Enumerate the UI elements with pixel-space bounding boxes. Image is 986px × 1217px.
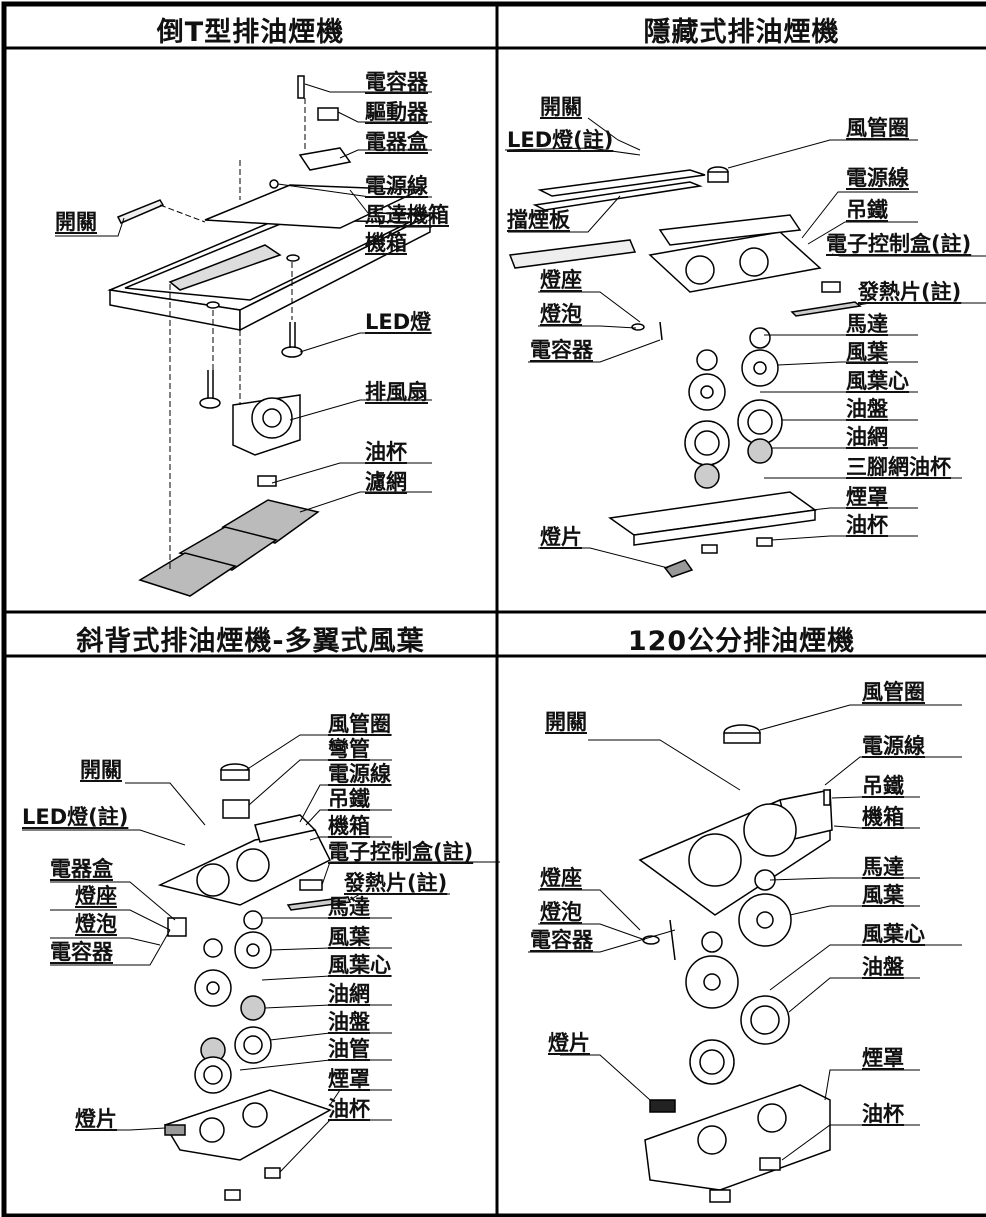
label-oil-cup: 油杯 <box>365 440 407 464</box>
label-oil-tray: 油盤 <box>328 1010 370 1034</box>
label-oil-pipe: 油管 <box>328 1037 370 1061</box>
label-exhaust-fan: 排風扇 <box>365 380 428 404</box>
label-switch: 開關 <box>545 710 587 734</box>
label-motor: 馬達 <box>328 895 370 919</box>
label-fan-blade: 風葉 <box>846 340 888 364</box>
label-oil-cup: 油杯 <box>846 513 888 537</box>
label-electrical-box: 電器盒 <box>50 857 113 881</box>
label-lamp-cover: 燈片 <box>548 1031 590 1055</box>
label-switch: 開關 <box>540 95 582 119</box>
label-capacitor: 電容器 <box>530 338 593 362</box>
label-power-cord: 電源線 <box>365 174 428 198</box>
label-capacitor: 電容器 <box>50 940 113 964</box>
label-lamp-holder: 燈座 <box>540 268 582 292</box>
label-filter: 濾網 <box>365 470 407 494</box>
label-smoke-hood: 煙罩 <box>862 1046 904 1070</box>
panel-title-slanted: 斜背式排油煙機-多翼式風葉 <box>76 626 425 657</box>
label-motor-housing: 馬達機箱 <box>365 203 449 227</box>
label-heat-sheet-note: 發熱片(註) <box>858 280 962 304</box>
label-motor: 馬達 <box>862 855 904 879</box>
label-hanger: 吊鐵 <box>846 198 888 222</box>
label-heat-sheet-note: 發熱片(註) <box>344 871 448 895</box>
label-housing: 機箱 <box>328 814 370 838</box>
label-bulb: 燈泡 <box>540 900 582 924</box>
label-lamp-cover: 燈片 <box>540 525 582 549</box>
label-oil-mesh: 油網 <box>328 982 370 1006</box>
panel2-parts <box>504 117 986 578</box>
label-electrical-box: 電器盒 <box>365 130 428 154</box>
label-oil-cup: 油杯 <box>862 1102 904 1126</box>
label-hanger: 吊鐵 <box>862 774 904 798</box>
label-led-note: LED燈(註) <box>507 128 614 152</box>
label-oil-tray: 油盤 <box>846 397 888 421</box>
label-smoke-hood: 煙罩 <box>328 1067 370 1091</box>
label-led-note: LED燈(註) <box>22 805 129 829</box>
label-power-cord: 電源線 <box>846 166 909 190</box>
label-duct-ring: 風管圈 <box>328 712 391 736</box>
label-bulb: 燈泡 <box>75 912 117 936</box>
label-capacitor: 電容器 <box>530 928 593 952</box>
label-switch: 開關 <box>80 758 122 782</box>
label-lamp-holder: 燈座 <box>75 884 117 908</box>
label-lamp-cover: 燈片 <box>75 1107 117 1131</box>
panel1-parts <box>55 75 432 597</box>
label-hanger: 吊鐵 <box>328 787 370 811</box>
label-housing: 機箱 <box>365 231 407 255</box>
panel-title-hidden: 隱藏式排油煙機 <box>643 17 840 48</box>
label-power-cord: 電源線 <box>328 762 391 786</box>
label-fan-hub: 風葉心 <box>846 369 909 393</box>
label-oil-cup: 油杯 <box>328 1097 370 1121</box>
label-smoke-baffle: 擋煙板 <box>507 208 570 232</box>
label-fan-blade: 風葉 <box>862 883 904 907</box>
label-tripod-oil-cup: 三腳網油杯 <box>846 455 951 479</box>
label-fan-hub: 風葉心 <box>862 922 925 946</box>
label-duct-ring: 風管圈 <box>846 116 909 140</box>
label-lamp-holder: 燈座 <box>540 866 582 890</box>
label-control-box-note: 電子控制盒(註) <box>826 232 972 256</box>
label-elbow: 彎管 <box>328 737 370 761</box>
panel4-parts <box>528 704 962 1203</box>
panel-title-inverted-t: 倒T型排油煙機 <box>156 17 345 48</box>
panel3-parts <box>22 734 500 1201</box>
label-fan-blade: 風葉 <box>328 925 370 949</box>
label-driver: 驅動器 <box>365 100 428 124</box>
label-housing: 機箱 <box>862 805 904 829</box>
label-smoke-hood: 煙罩 <box>846 485 888 509</box>
label-led: LED燈 <box>365 310 432 334</box>
label-bulb: 燈泡 <box>540 302 582 326</box>
label-oil-mesh: 油網 <box>846 425 888 449</box>
label-oil-tray: 油盤 <box>862 955 904 979</box>
panel-title-120cm: 120公分排油煙機 <box>627 626 856 657</box>
label-fan-hub: 風葉心 <box>328 953 391 977</box>
label-motor: 馬達 <box>846 312 888 336</box>
label-switch: 開關 <box>55 210 97 234</box>
label-power-cord: 電源線 <box>862 734 925 758</box>
label-control-box-note: 電子控制盒(註) <box>328 840 474 864</box>
label-capacitor: 電容器 <box>365 70 428 94</box>
label-duct-ring: 風管圈 <box>862 680 925 704</box>
